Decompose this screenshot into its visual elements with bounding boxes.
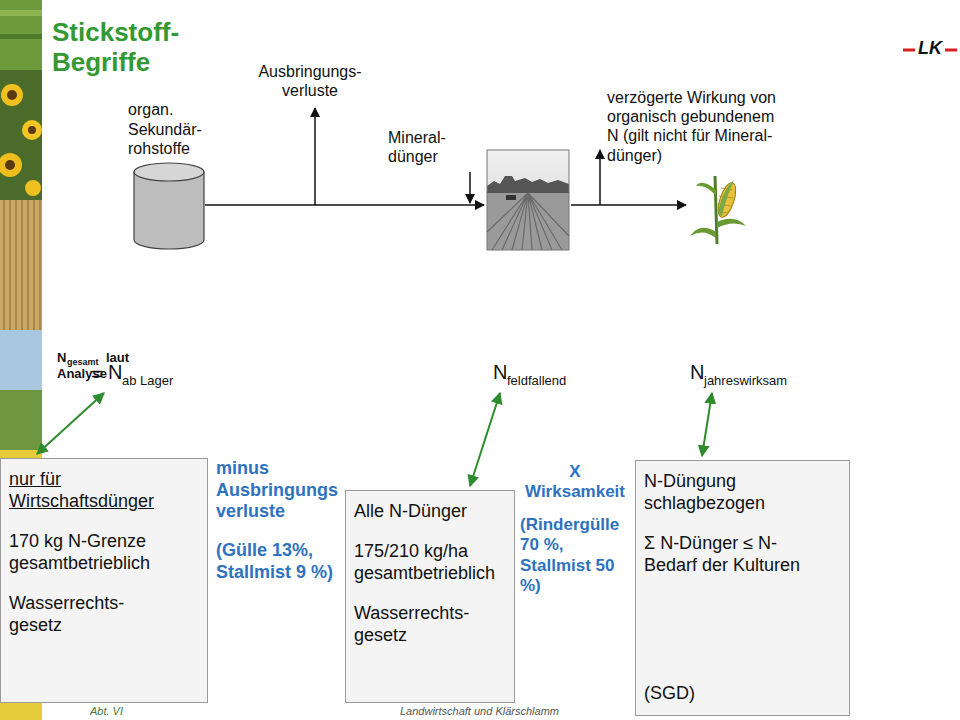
wheat-stalks bbox=[4, 200, 40, 330]
corn-leaf bbox=[696, 183, 716, 196]
field-photo bbox=[487, 150, 569, 250]
box-heading: Alle N-Dünger bbox=[354, 501, 506, 523]
grass-stripe bbox=[0, 34, 42, 39]
sky-photo bbox=[0, 330, 42, 390]
term-symbol: N bbox=[57, 350, 66, 366]
corn-leaf bbox=[717, 219, 746, 228]
rule-box: N-Düngung schlagbezogen Σ N-Dünger ≤ N-Be… bbox=[635, 460, 850, 716]
wheat-photo bbox=[0, 200, 42, 330]
rule-box: Alle N-Dünger 175/210 kg/ha gesamtbetrieb… bbox=[345, 490, 515, 703]
box-text: 170 kg N-Grenze gesamtbetrieblich bbox=[9, 531, 164, 575]
leader-arrow bbox=[470, 393, 500, 486]
tank-shape bbox=[133, 162, 205, 250]
step-note: (Gülle 13%, Stallmist 9 %) bbox=[216, 540, 346, 583]
loss-arrow bbox=[314, 108, 316, 205]
corn-leaf bbox=[690, 228, 716, 238]
photo-furrows bbox=[487, 193, 569, 250]
term-symbol: N bbox=[690, 360, 704, 384]
tank-body bbox=[134, 172, 204, 249]
term-symbol: N bbox=[493, 360, 507, 384]
term-symbol: N bbox=[108, 360, 122, 384]
sunflower bbox=[25, 180, 41, 196]
photo-village bbox=[487, 176, 569, 193]
box-note: Wasserrechts- gesetz bbox=[9, 593, 164, 637]
leader-arrow bbox=[702, 393, 712, 456]
box-note: Wasserrechts- gesetz bbox=[354, 603, 506, 647]
logo-bar bbox=[903, 49, 915, 52]
step-label: X Wirksamkeit bbox=[520, 462, 630, 503]
footer-text: Landwirtschaft und Klärschlamm bbox=[400, 705, 559, 718]
effect-label: verzögerte Wirkung von organisch gebunde… bbox=[607, 88, 785, 165]
photo-field bbox=[487, 193, 569, 250]
tank-label: organ. Sekundär- rohstoffe bbox=[128, 100, 210, 159]
input-arrow bbox=[469, 172, 471, 203]
step-label: minus Ausbringungs verluste bbox=[216, 458, 346, 523]
corn-plant bbox=[690, 176, 746, 244]
box-heading: nur für Wirtschaftsdünger bbox=[9, 469, 164, 513]
footer-text: Abt. VI bbox=[90, 705, 123, 718]
photo-sky bbox=[487, 150, 569, 250]
slide-title: Stickstoff- Begriffe bbox=[52, 18, 202, 78]
delay-arrow bbox=[599, 150, 601, 205]
sunflower bbox=[0, 153, 22, 177]
tank-top bbox=[134, 163, 204, 181]
sunflower bbox=[1, 84, 23, 106]
box-heading: N-Düngung schlagbezogen bbox=[644, 471, 804, 515]
equals-sign: = bbox=[91, 362, 103, 386]
photo-frame bbox=[487, 150, 569, 250]
box-text: Σ N-Dünger ≤ N-Bedarf der Kulturen bbox=[644, 533, 804, 577]
sunflower-photo bbox=[0, 70, 42, 200]
box-note: (SGD) bbox=[644, 683, 804, 705]
meadow-photo bbox=[0, 390, 42, 450]
storage-tank: organ. Sekundär- rohstoffe bbox=[128, 100, 224, 250]
grass-photo bbox=[0, 0, 42, 70]
leader-arrow bbox=[37, 393, 104, 454]
loss-label: Ausbringungs- verluste bbox=[250, 62, 370, 100]
term-subscript: feldfallend bbox=[507, 373, 566, 389]
grass-stripe bbox=[0, 10, 42, 16]
photo-tractor bbox=[506, 195, 516, 200]
sunflower-center bbox=[28, 126, 36, 134]
sunflower bbox=[22, 120, 42, 140]
corn-husk bbox=[718, 180, 734, 216]
step-note: (Rindergülle 70 %, Stallmist 50 %) bbox=[520, 515, 630, 597]
flow-arrow bbox=[205, 204, 484, 206]
box-text: 175/210 kg/ha gesamtbetrieblich bbox=[354, 541, 506, 585]
logo-text: LK bbox=[918, 38, 942, 60]
corn-cob bbox=[715, 181, 739, 220]
term-subscript: ab Lager bbox=[122, 373, 173, 389]
input-label: Mineral- dünger bbox=[388, 128, 470, 166]
rule-box: nur für Wirtschaftsdünger 170 kg N-Grenze… bbox=[0, 458, 208, 703]
sunflower-center bbox=[7, 90, 17, 100]
logo-bar bbox=[945, 49, 957, 52]
term-subscript: jahreswirksam bbox=[704, 373, 787, 389]
sunflower-center bbox=[5, 160, 15, 170]
flow-arrow bbox=[571, 204, 686, 206]
